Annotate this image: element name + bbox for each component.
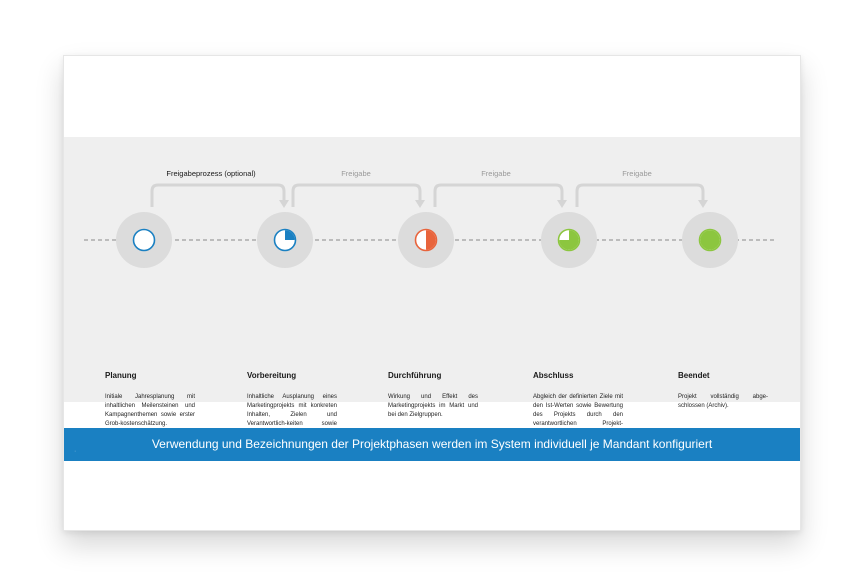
phase-nodes — [116, 212, 738, 268]
approval-label-optional: Freigabeprozess (optional) — [166, 169, 256, 178]
approval-arrowhead-4 — [698, 200, 708, 208]
phase-title-abschluss: Abschluss — [533, 371, 574, 380]
banner-text: Verwendung und Bezeichnungen der Projekt… — [151, 437, 713, 451]
phase-desc-durchfuehrung: Wirkung und Effekt des Marketingprojekts… — [388, 394, 478, 418]
approval-label-2: Freigabe — [341, 169, 371, 178]
approval-connector-2 — [291, 183, 422, 207]
approval-label-4: Freigabe — [622, 169, 652, 178]
approval-arrowhead-3 — [557, 200, 567, 208]
approval-connector-4 — [575, 183, 705, 207]
approval-arrowhead-1 — [279, 200, 289, 208]
phase-title-beendet: Beendet — [678, 371, 710, 380]
approval-connector-1 — [150, 183, 286, 207]
phase-desc-planung: Initiale Jahresplanung mit inhaltlichen … — [105, 394, 195, 427]
phase-progress-fill-durchfuehrung — [426, 230, 436, 250]
approval-arrowhead-2 — [415, 200, 425, 208]
phase-title-durchfuehrung: Durchführung — [388, 371, 442, 380]
phase-desc-beendet: Projekt vollständig abge-schlossen (Arch… — [678, 394, 768, 409]
phase-title-vorbereitung: Vorbereitung — [247, 371, 297, 380]
approval-label-3: Freigabe — [481, 169, 511, 178]
info-banner: · Verwendung und Bezeichnungen der Proje… — [64, 428, 800, 461]
phase-progress-fill-beendet — [700, 230, 720, 250]
banner-mark: · — [74, 448, 77, 455]
phase-title-planung: Planung — [105, 371, 137, 380]
process-band: Freigabeprozess (optional) Freigabe Frei… — [64, 137, 800, 445]
slide-card: Freigabeprozess (optional) Freigabe Frei… — [63, 55, 801, 531]
phase-diagram: Freigabeprozess (optional) Freigabe Frei… — [84, 169, 776, 268]
approval-connector-3 — [433, 183, 564, 207]
phase-status-icon-planung — [132, 228, 156, 252]
phase-progress-fill-abschluss — [559, 230, 579, 250]
phase-progress-fill-vorbereitung — [285, 230, 295, 240]
